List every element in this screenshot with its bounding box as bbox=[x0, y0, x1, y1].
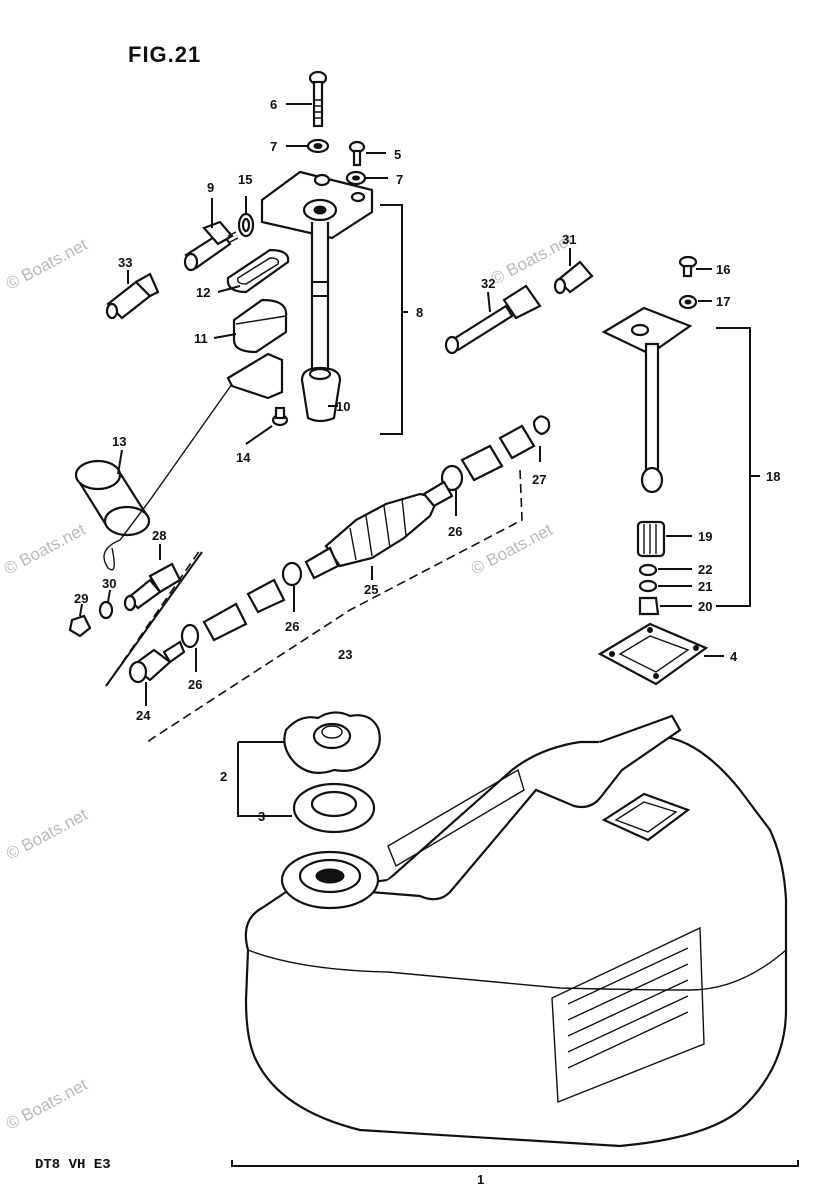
figure-title: FIG.21 bbox=[128, 42, 201, 67]
hose-segment bbox=[246, 578, 286, 614]
callout-28: 28 bbox=[152, 528, 166, 543]
callout-14: 14 bbox=[236, 450, 251, 465]
screw-part-5 bbox=[348, 140, 366, 167]
callout-17: 17 bbox=[716, 294, 730, 309]
gasket-part-12 bbox=[226, 248, 290, 294]
gasket-part-4 bbox=[597, 622, 709, 686]
filter-part-10 bbox=[300, 366, 342, 423]
callout-22: 22 bbox=[698, 562, 712, 577]
hose-segment bbox=[498, 424, 536, 460]
callout-30: 30 bbox=[102, 576, 116, 591]
callout-13: 13 bbox=[112, 434, 126, 449]
callout-20: 20 bbox=[698, 599, 712, 614]
callout-15: 15 bbox=[238, 172, 252, 187]
hose-segment bbox=[460, 444, 504, 482]
callout-32: 32 bbox=[481, 276, 495, 291]
watermark: © Boats.net bbox=[3, 235, 91, 294]
callout-26: 26 bbox=[285, 619, 299, 634]
callout-11: 11 bbox=[194, 331, 208, 346]
screw-part-14 bbox=[271, 406, 289, 427]
callout-16: 16 bbox=[716, 262, 730, 277]
callout-7: 7 bbox=[270, 139, 277, 154]
cover-part-11 bbox=[232, 298, 288, 354]
callout-23: 23 bbox=[338, 647, 352, 662]
connector-part-24 bbox=[128, 640, 186, 684]
watermark: © Boats.net bbox=[3, 1075, 91, 1134]
callout-26: 26 bbox=[448, 524, 462, 539]
fuel-tank-part-1 bbox=[244, 714, 788, 1148]
callout-21: 21 bbox=[698, 579, 712, 594]
hose-segment bbox=[202, 602, 248, 642]
float-part-13 bbox=[74, 459, 151, 537]
watermark: © Boats.net bbox=[3, 805, 91, 864]
callout-7: 7 bbox=[396, 172, 403, 187]
clamp-part-26b bbox=[281, 561, 303, 587]
clamp-part-26c bbox=[180, 623, 200, 649]
spacer-part-22 bbox=[638, 563, 658, 577]
clip-part-27 bbox=[532, 415, 551, 436]
connector-part-31 bbox=[553, 260, 594, 295]
washer-part-21 bbox=[638, 579, 658, 593]
seal-part-3 bbox=[292, 782, 376, 834]
nut-part-20 bbox=[638, 596, 660, 616]
float-arm-wire bbox=[103, 383, 233, 571]
callout-25: 25 bbox=[364, 582, 378, 597]
model-label: DT8 VH E3 bbox=[35, 1157, 111, 1173]
nut-part-29 bbox=[68, 614, 92, 638]
callouts: 6 7 5 7 9 15 12 11 8 10 14 13 33 31 32 1… bbox=[74, 97, 780, 1187]
callout-8: 8 bbox=[416, 305, 423, 320]
connector-part-33 bbox=[105, 272, 160, 320]
watermark: © Boats.net bbox=[468, 520, 556, 579]
callout-3: 3 bbox=[258, 809, 265, 824]
callout-18: 18 bbox=[766, 469, 780, 484]
leader-lines bbox=[79, 103, 799, 1167]
callout-5: 5 bbox=[394, 147, 401, 162]
callout-2: 2 bbox=[220, 769, 227, 784]
primer-bulb-part-25 bbox=[304, 480, 454, 580]
filter-part-19 bbox=[636, 520, 666, 558]
callout-9: 9 bbox=[207, 180, 214, 195]
watermark: © Boats.net bbox=[1, 520, 89, 579]
fuel-pickup-part-18 bbox=[601, 306, 693, 494]
callout-4: 4 bbox=[730, 649, 738, 664]
callout-12: 12 bbox=[196, 285, 210, 300]
callout-31: 31 bbox=[562, 232, 576, 247]
callout-29: 29 bbox=[74, 591, 88, 606]
connector-part-9 bbox=[183, 220, 239, 272]
callout-1: 1 bbox=[477, 1172, 484, 1187]
callout-6: 6 bbox=[270, 97, 277, 112]
callout-27: 27 bbox=[532, 472, 546, 487]
washer-part-30 bbox=[98, 600, 114, 620]
clamp-part-26 bbox=[440, 464, 464, 492]
fuel-cap-part-2 bbox=[283, 711, 381, 775]
hose-assembly-outline bbox=[145, 469, 523, 745]
callout-33: 33 bbox=[118, 255, 132, 270]
connector-part-28 bbox=[123, 562, 182, 612]
callout-26: 26 bbox=[188, 677, 202, 692]
callout-10: 10 bbox=[336, 399, 350, 414]
callout-19: 19 bbox=[698, 529, 712, 544]
fuel-pickup-part-8 bbox=[260, 170, 374, 372]
bracket bbox=[226, 352, 284, 400]
callout-24: 24 bbox=[136, 708, 151, 723]
screw-part-6 bbox=[308, 70, 328, 128]
hose-connector-part-32 bbox=[444, 284, 542, 355]
screw-part-16 bbox=[678, 255, 698, 278]
